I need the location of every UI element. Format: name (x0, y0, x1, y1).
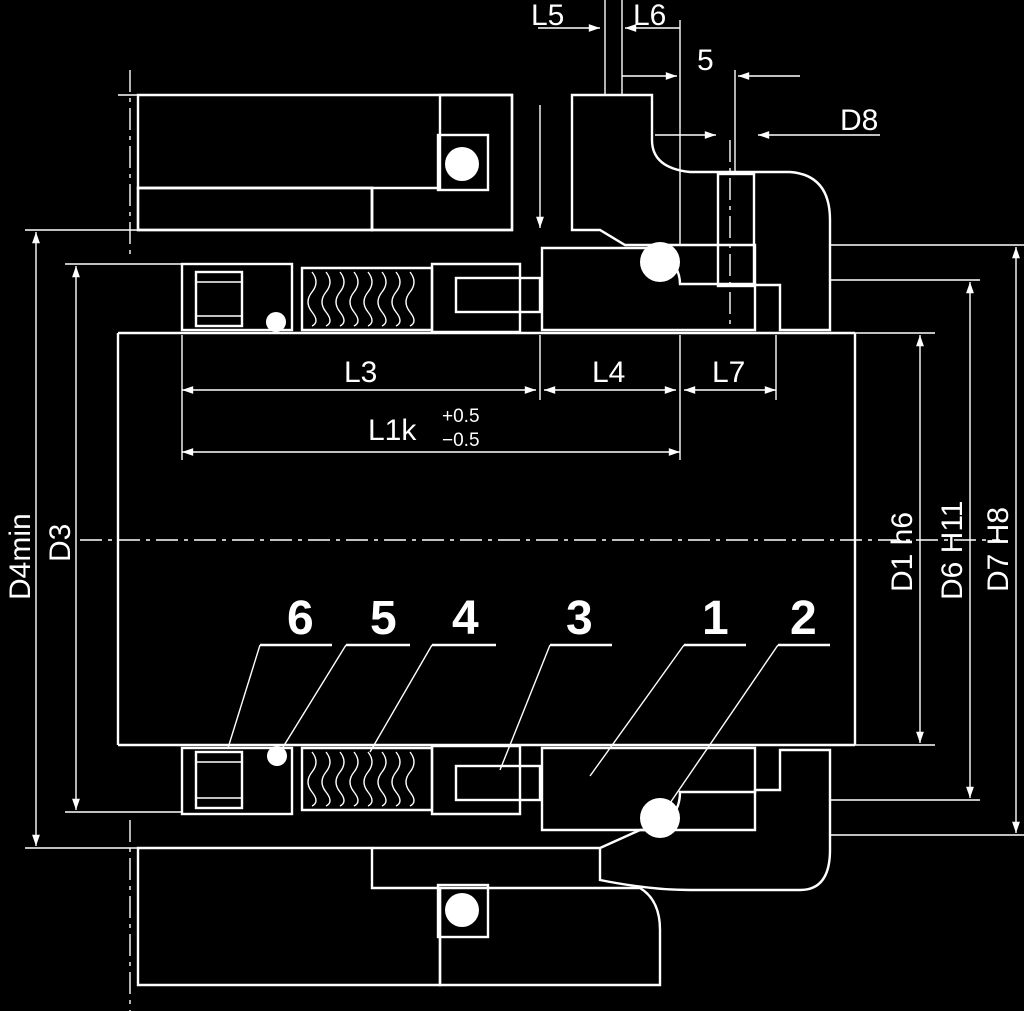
oring-housing-top (436, 133, 490, 192)
dimension-lines (25, 0, 1024, 1011)
dim-l4-label: L4 (592, 356, 625, 389)
dim-5-label: 5 (697, 44, 714, 77)
oring-housing-bottom (436, 883, 490, 939)
seal-face-holder-bottom (430, 744, 542, 816)
dim-l7-label: L7 (712, 356, 745, 389)
set-screw-collar-bottom (180, 746, 294, 816)
part-number-6: 6 (287, 592, 314, 645)
part-number-3: 3 (566, 592, 593, 645)
housing-bottom (136, 748, 832, 987)
part-number-5: 5 (370, 592, 397, 645)
tolerance-minus: −0.5 (442, 430, 480, 451)
spring-bottom (300, 746, 434, 812)
dim-l3-label: L3 (344, 356, 377, 389)
seal-face-holder-top (430, 262, 542, 334)
part-number-2: 2 (790, 592, 817, 645)
part-leaders (227, 643, 830, 807)
dim-l1k-label: L1k (368, 414, 417, 447)
dim-l6-label: L6 (633, 0, 666, 32)
dim-l5-label: L5 (531, 0, 564, 32)
housing-top (136, 93, 514, 232)
spring-top (300, 266, 434, 332)
dim-d4min-label: D4min (4, 513, 37, 600)
dim-d3-label: D3 (44, 524, 77, 562)
dim-d1-label: D1 h6 (886, 512, 919, 592)
part-number-4: 4 (452, 592, 479, 645)
tolerance-plus: +0.5 (442, 406, 480, 427)
dim-d8-label: D8 (840, 104, 878, 137)
gland-top (570, 93, 832, 332)
stationary-seat-bottom (540, 746, 757, 838)
part-number-1: 1 (702, 592, 729, 645)
dim-d6-label: D6 H11 (936, 501, 969, 601)
set-screw-collar-top (180, 262, 294, 332)
dim-d7-label: D7 H8 (982, 507, 1015, 592)
stationary-seat-top (540, 242, 757, 332)
